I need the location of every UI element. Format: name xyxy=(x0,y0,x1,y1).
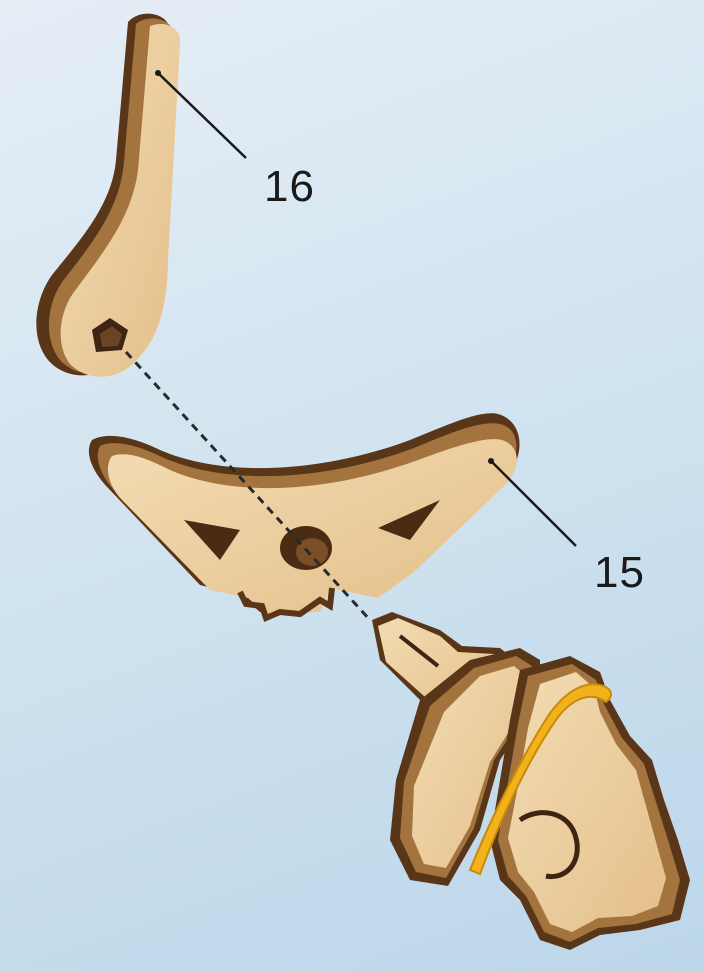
callout-label-15: 15 xyxy=(594,548,645,598)
callout-label-16: 16 xyxy=(264,162,315,212)
gear-block-assembly xyxy=(372,612,690,950)
part-16-lever xyxy=(36,14,180,377)
part-15-arch xyxy=(89,413,520,618)
leader-line-15 xyxy=(491,461,576,546)
